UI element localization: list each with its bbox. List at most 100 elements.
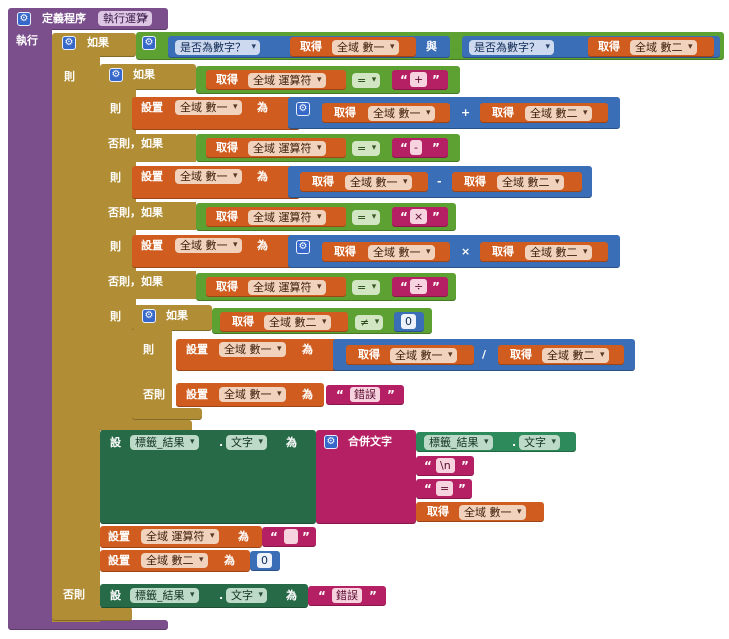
compare-operator-dropdown[interactable]: = <box>352 141 381 156</box>
then-label: 則 <box>110 310 121 323</box>
set-label: 設置 <box>141 239 163 252</box>
component-dropdown[interactable]: 標籤_結果 <box>130 435 199 450</box>
var-dropdown[interactable]: 全域 數一 <box>219 342 286 357</box>
property-dropdown[interactable]: 文字 <box>226 588 267 603</box>
quote-open: “ <box>400 210 408 224</box>
var-dropdown[interactable]: 全域 數二 <box>525 245 592 260</box>
get-label: 取得 <box>216 210 238 223</box>
gear-icon[interactable]: ⚙ <box>109 68 123 82</box>
get-label: 取得 <box>216 141 238 154</box>
then-label: 則 <box>143 343 154 356</box>
quote-close: ” <box>369 589 377 603</box>
math-operator: - <box>437 175 442 188</box>
var-dropdown[interactable]: 全域 運算符 <box>248 280 326 295</box>
else-label: 否則 <box>143 388 165 401</box>
var-dropdown[interactable]: 全域 數一 <box>390 348 457 363</box>
nested-if-body <box>132 330 172 410</box>
var-dropdown[interactable]: 全域 數一 <box>175 238 242 253</box>
text-value[interactable]: - <box>410 140 422 155</box>
compare-operator-dropdown[interactable]: = <box>352 210 381 225</box>
dot-label: . <box>219 589 224 602</box>
component-dropdown[interactable]: 標籤_結果 <box>424 435 493 450</box>
quote-open: “ <box>336 388 344 402</box>
text-value[interactable]: + <box>410 72 428 87</box>
gear-icon[interactable]: ⚙ <box>62 36 76 50</box>
dot-label: . <box>512 436 517 449</box>
var-dropdown[interactable]: 全域 數二 <box>630 40 697 55</box>
to-label: 為 <box>302 388 313 401</box>
var-dropdown[interactable]: 全域 數一 <box>459 505 526 520</box>
dot-label: . <box>219 436 224 449</box>
text-value[interactable]: 錯誤 <box>350 387 380 402</box>
text-value[interactable] <box>284 529 298 544</box>
text-value[interactable]: 錯誤 <box>332 588 362 603</box>
math-operator: / <box>482 348 487 361</box>
number-value[interactable]: 0 <box>257 553 272 568</box>
else-if-row <box>100 202 196 230</box>
gear-icon[interactable]: ⚙ <box>324 435 338 449</box>
var-dropdown[interactable]: 全域 數一 <box>368 245 435 260</box>
var-dropdown[interactable]: 全域 數二 <box>141 553 208 568</box>
gear-icon[interactable]: ⚙ <box>142 36 156 50</box>
get-label: 取得 <box>492 245 514 258</box>
gear-icon[interactable]: ⚙ <box>296 102 310 116</box>
property-dropdown[interactable]: 文字 <box>519 435 560 450</box>
else-if-label: 否則，如果 <box>108 206 163 219</box>
var-dropdown[interactable]: 全域 數二 <box>525 106 592 121</box>
component-dropdown[interactable]: 標籤_結果 <box>130 588 199 603</box>
var-dropdown[interactable]: 全域 運算符 <box>248 73 326 88</box>
compare-operator-dropdown[interactable]: = <box>352 280 381 295</box>
then-label: 則 <box>64 70 75 83</box>
else-if-row <box>100 134 196 162</box>
text-value[interactable]: = <box>436 481 454 496</box>
procedure-name-field[interactable]: 執行運算 <box>98 11 152 26</box>
var-dropdown[interactable]: 全域 數二 <box>542 348 609 363</box>
quote-open: “ <box>400 73 408 87</box>
var-dropdown[interactable]: 全域 數一 <box>175 100 242 115</box>
gear-icon[interactable]: ⚙ <box>142 309 156 323</box>
var-dropdown[interactable]: 全域 數二 <box>497 175 564 190</box>
else-label: 否則 <box>63 588 85 601</box>
var-dropdown[interactable]: 全域 數一 <box>345 175 412 190</box>
quote-open: “ <box>400 280 408 294</box>
var-dropdown[interactable]: 全域 數一 <box>332 40 399 55</box>
text-value[interactable]: ÷ <box>410 279 428 294</box>
quote-close: ” <box>302 530 310 544</box>
set-label: 設置 <box>108 530 130 543</box>
compare-operator-dropdown[interactable]: ≠ <box>355 315 384 330</box>
quote-close: ” <box>432 73 440 87</box>
get-label: 取得 <box>427 505 449 518</box>
var-dropdown[interactable]: 全域 數二 <box>264 315 331 330</box>
quote-open: “ <box>318 589 326 603</box>
procedure-footer <box>8 620 168 630</box>
text-value[interactable]: \n <box>436 458 455 473</box>
text-value[interactable]: × <box>410 209 428 224</box>
quote-open: “ <box>424 459 432 473</box>
number-value[interactable]: 0 <box>401 314 416 329</box>
quote-open: “ <box>424 482 432 496</box>
gear-icon[interactable]: ⚙ <box>296 240 310 254</box>
get-label: 取得 <box>464 175 486 188</box>
gear-icon[interactable]: ⚙ <box>17 12 31 26</box>
var-dropdown[interactable]: 全域 數一 <box>368 106 435 121</box>
set-label: 設置 <box>108 554 130 567</box>
property-dropdown[interactable]: 文字 <box>226 435 267 450</box>
to-label: 為 <box>257 239 268 252</box>
is-number-dropdown[interactable]: 是否為數字？ <box>469 40 554 55</box>
set-label: 設置 <box>141 101 163 114</box>
var-dropdown[interactable]: 全域 數一 <box>175 169 242 184</box>
if-label: 如果 <box>166 309 188 322</box>
get-label: 取得 <box>358 348 380 361</box>
var-dropdown[interactable]: 全域 運算符 <box>248 141 326 156</box>
var-dropdown[interactable]: 全域 運算符 <box>248 210 326 225</box>
define-procedure-label: 定義程序 <box>42 12 86 25</box>
quote-close: ” <box>432 210 440 224</box>
if-label: 如果 <box>133 68 155 81</box>
var-dropdown[interactable]: 全域 數一 <box>219 387 286 402</box>
if-label: 如果 <box>87 36 109 49</box>
var-dropdown[interactable]: 全域 運算符 <box>141 529 219 544</box>
and-label: 與 <box>426 40 437 53</box>
compare-operator-dropdown[interactable]: = <box>352 73 381 88</box>
get-label: 取得 <box>334 106 356 119</box>
is-number-dropdown[interactable]: 是否為數字？ <box>175 40 260 55</box>
